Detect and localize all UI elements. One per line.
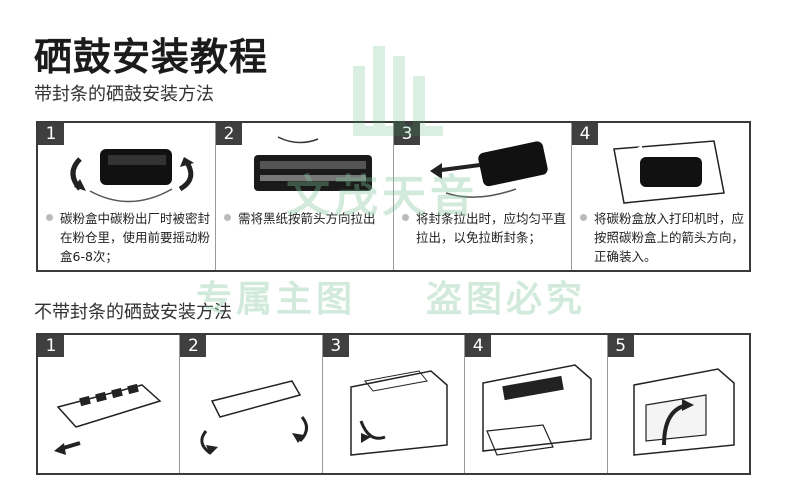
step-description: 需将黑纸按箭头方向拉出: [224, 209, 389, 228]
step-description: 将封条拉出时，应均匀平直拉出，以免拉断封条；: [402, 209, 567, 247]
unsealed-step-3: 3: [322, 335, 466, 473]
unsealed-step-1: 1: [38, 335, 181, 473]
rock-cartridge-icon: [200, 380, 309, 455]
unsealed-step-2: 2: [180, 335, 323, 473]
watermark-text-left: 专属主图: [196, 279, 357, 320]
unsealed-steps-panel: 1 2 3 4: [36, 333, 751, 475]
watermark-text-right: 盗图必究: [426, 279, 587, 320]
pull-paper-icon: [254, 136, 372, 191]
shake-cartridge-icon: [70, 149, 194, 203]
close-printer-cover-icon: [632, 368, 735, 456]
sealed-step-1: 1 碳粉盒中碳粉出厂时被密封在粉仓里，使用前要摇动粉盒6-8次；: [38, 123, 216, 270]
sealed-step-4: 4 将碳粉盒放入打印机时，应按照碳粉盒上的箭头方向，正确装入。: [572, 123, 749, 270]
step-number-badge: 3: [394, 123, 420, 145]
insert-into-printer-icon: [482, 364, 592, 456]
step-number-badge: 4: [572, 123, 598, 145]
open-printer-cover-icon: [350, 370, 448, 456]
step-description: 将碳粉盒放入打印机时，应按照碳粉盒上的箭头方向，正确装入。: [580, 209, 745, 266]
sealed-step-2: 2 需将黑纸按箭头方向拉出: [216, 123, 394, 270]
step-description: 碳粉盒中碳粉出厂时被密封在粉仓里，使用前要摇动粉盒6-8次；: [46, 209, 211, 266]
unsealed-step-4: 4: [465, 335, 608, 473]
section-title-sealed: 带封条的硒鼓安装方法: [34, 84, 214, 105]
insert-cartridge-icon: [613, 140, 725, 204]
watermark-logo: [353, 46, 443, 136]
step-number-badge: 2: [180, 335, 207, 357]
page-title: 硒鼓安装教程: [34, 35, 269, 79]
section-title-unsealed: 不带封条的硒鼓安装方法: [34, 302, 232, 323]
unpack-cartridge-icon: [54, 383, 162, 455]
step-number-badge: 3: [322, 335, 349, 357]
step-number-badge: 2: [216, 123, 242, 145]
step-number-badge: 1: [38, 123, 64, 145]
sealed-steps-panel: 1 碳粉盒中碳粉出厂时被密封在粉仓里，使用前要摇动粉盒6-8次； 2 需将黑纸按…: [36, 121, 751, 272]
pull-seal-icon: [430, 141, 548, 198]
step-number-badge: 1: [38, 335, 64, 357]
step-number-badge: 4: [465, 335, 492, 357]
step-number-badge: 5: [607, 335, 634, 357]
unsealed-step-5: 5: [607, 335, 749, 473]
sealed-step-3: 3 将封条拉出时，应均匀平直拉出，以免拉断封条；: [394, 123, 572, 270]
watermark-text-mid: 文茂天音: [286, 171, 478, 222]
